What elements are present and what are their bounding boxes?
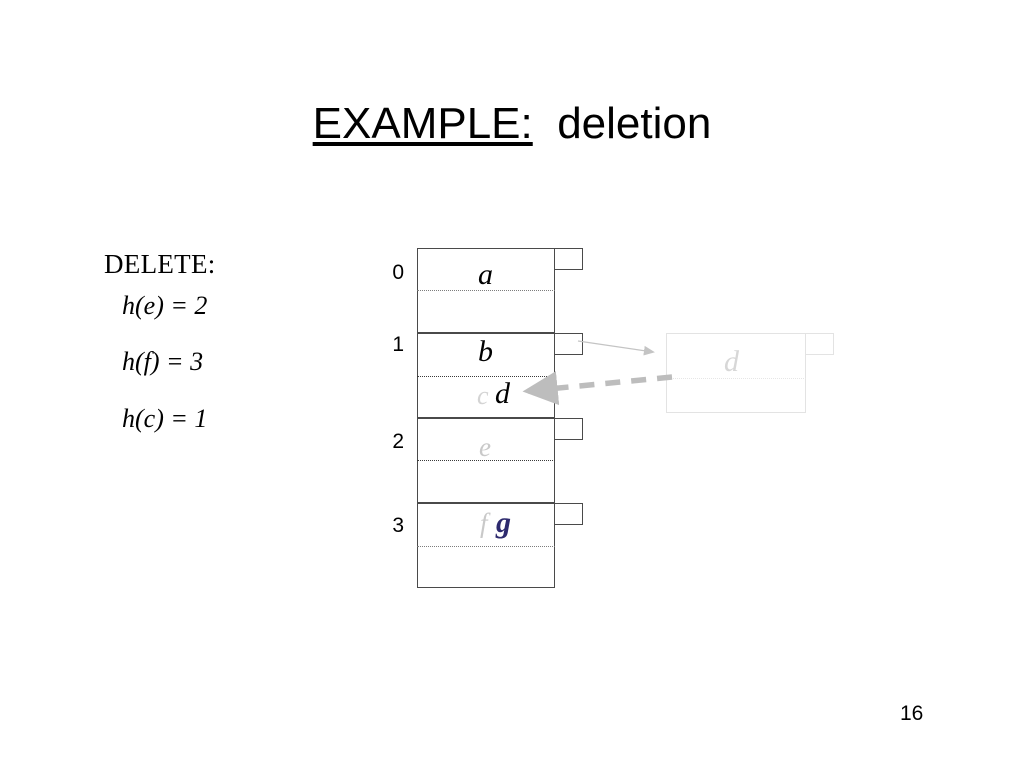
hash-slot-2-tab[interactable] (555, 418, 583, 440)
slot-index-0: 0 (392, 261, 404, 284)
page-title-rest: deletion (532, 99, 712, 148)
key-f-deleted: f (480, 508, 488, 538)
key-c-deleted: c (477, 381, 489, 410)
slot-2-divider (417, 460, 555, 461)
key-a: a (478, 258, 493, 291)
operations-heading: DELETE: (104, 249, 216, 279)
solid-pointer-arrow (577, 340, 655, 356)
key-g-inserted: g (496, 506, 511, 539)
hash-slot-3-tab[interactable] (555, 503, 583, 525)
slot-index-1: 1 (392, 333, 404, 356)
page-title-underlined: EXAMPLE: (312, 99, 533, 148)
hash-slot-0-tab[interactable] (555, 248, 583, 270)
removed-record-ghost: d (666, 333, 834, 413)
ghost-box-divider (666, 378, 806, 379)
slot-3-divider (417, 546, 555, 547)
operation-line-3: h(c) = 1 (122, 403, 208, 433)
ghost-box (666, 333, 806, 413)
slot-index-2: 2 (392, 430, 404, 453)
slot-index-3: 3 (392, 514, 404, 537)
key-d: d (495, 377, 510, 410)
key-b: b (478, 335, 493, 368)
ghost-box-tab (806, 333, 834, 355)
page-number: 16 (900, 702, 924, 725)
key-e-deleted: e (479, 432, 491, 462)
slot-0-divider (417, 290, 555, 291)
operation-line-2: h(f) = 3 (122, 347, 204, 377)
operation-line-1: h(e) = 2 (122, 290, 208, 320)
ghost-key-d: d (724, 345, 739, 378)
slot-1-divider (417, 376, 555, 377)
hash-slot-3[interactable] (417, 503, 555, 588)
hash-slot-1-tab[interactable] (555, 333, 583, 355)
delete-operations-list: DELETE: h(e) = 2 h(f) = 3 h(c) = 1 (104, 249, 364, 461)
hash-table (417, 248, 583, 588)
page-title: EXAMPLE: deletion (0, 99, 1024, 148)
